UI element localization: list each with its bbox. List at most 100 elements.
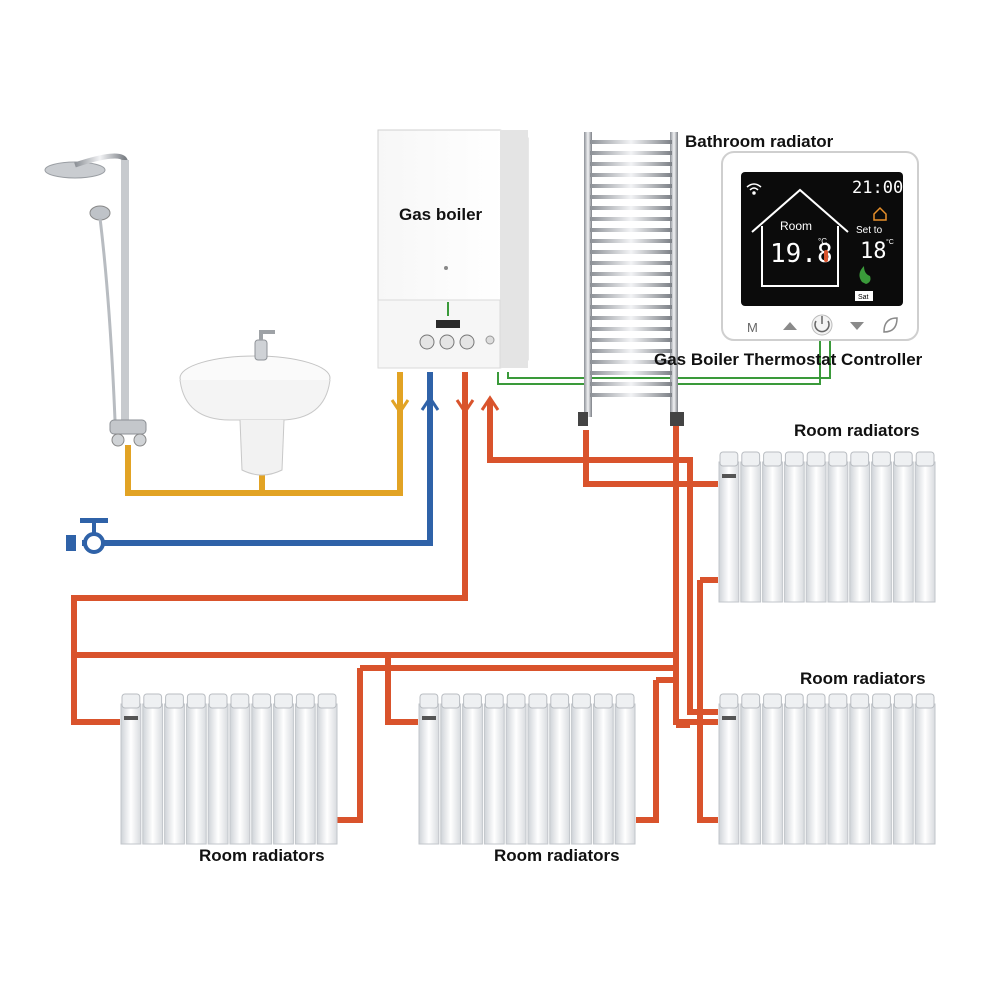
radiator-fin-cap (274, 693, 293, 709)
radiator-fin (762, 703, 783, 845)
house-outline-icon (751, 188, 849, 287)
leaf-icon[interactable] (883, 317, 898, 333)
radiator-fin (207, 703, 229, 845)
radiator-fin-cap (915, 451, 935, 467)
towel-rail-bar (590, 184, 672, 188)
radiator-fin-cap (252, 693, 272, 709)
flow-arrow-icon (390, 395, 500, 415)
radiator-fin (440, 703, 462, 845)
towel-rail-bar (590, 316, 672, 320)
radiator-fin-cap (763, 693, 782, 709)
radiator-fin (549, 703, 571, 845)
towel-rail-bar (590, 261, 672, 265)
radiator-fin (827, 703, 849, 845)
radiator-fin-cap (719, 451, 739, 467)
towel-rail-bar (590, 360, 672, 364)
radiator-fin (142, 703, 164, 845)
radiator-fin-cap (719, 693, 739, 709)
radiator-fin (914, 461, 936, 603)
radiator-fin (273, 703, 294, 845)
radiator-valve (722, 716, 736, 720)
room-temp: 19.8 (770, 239, 833, 269)
radiator-fin (805, 461, 827, 603)
radiator-fin-cap (572, 693, 591, 709)
up-arrow-icon[interactable] (783, 322, 797, 330)
radiator-fin-cap (806, 693, 826, 709)
thermostat-controller: Room 19.8 °C 21:00 Set to 18 °C Sat M (721, 151, 919, 341)
radiator-fin-cap (615, 693, 635, 709)
radiator-fin (483, 703, 505, 845)
radiator-fin-cap (484, 693, 504, 709)
radiator-fin-cap (828, 693, 848, 709)
gas-boiler (377, 129, 529, 369)
mode-button[interactable]: M (747, 320, 758, 335)
radiator-fin-cap (850, 693, 870, 709)
thermometer-icon (824, 250, 828, 262)
towel-rail-bar (590, 173, 672, 177)
shower-fixture (44, 153, 147, 447)
washbasin (179, 330, 331, 476)
hot-pipe-mid-d (636, 680, 659, 823)
radiator-fin-cap (295, 693, 315, 709)
towel-rail-bar (590, 338, 672, 342)
radiator-fin-cap (872, 451, 891, 467)
towel-rail-bar (590, 349, 672, 353)
radiator-fin (740, 461, 762, 603)
hot-pipe-mid-c (336, 668, 363, 823)
towel-rail-bar (590, 294, 672, 298)
radiator-fin (505, 703, 527, 845)
radiator-fin (892, 461, 914, 603)
home-mode-icon (873, 206, 887, 221)
radiator-fin-cap (165, 693, 184, 709)
room-label: Room (780, 219, 812, 233)
radiator-fin (120, 703, 142, 845)
flame-icon (859, 266, 871, 284)
towel-rail-bar (590, 272, 672, 276)
clock-readout: 21:00 (852, 178, 903, 198)
radiator-fin (892, 703, 914, 845)
radiator-fin (229, 703, 251, 845)
towel-rail-bar (590, 206, 672, 210)
set-temp: 18 (860, 239, 887, 264)
radiator-fin (740, 703, 762, 845)
towel-rail-bar (590, 239, 672, 243)
radiator-fin (914, 703, 936, 845)
bathroom-radiator-label: Bathroom radiator (685, 132, 834, 151)
radiator-fin-cap (593, 693, 613, 709)
radiator-fin (762, 461, 783, 603)
hot-water-pipes (71, 372, 718, 823)
radiator-fin (783, 703, 805, 845)
room-radiator-right-bottom (718, 693, 936, 845)
radiator-fin (418, 703, 440, 845)
radiator-fin (827, 461, 849, 603)
radiator-fin (871, 703, 892, 845)
thermostat-label: Gas Boiler Thermostat Controller (654, 350, 923, 369)
radiator-fin (718, 703, 740, 845)
radiator-fin-cap (550, 693, 570, 709)
down-arrow-icon[interactable] (850, 322, 864, 330)
radiator-fin (849, 461, 871, 603)
radiator-fin-cap (506, 693, 526, 709)
room-radiator-right-top (718, 451, 936, 603)
towel-rail-bar (590, 162, 672, 166)
towel-rail-bar (590, 228, 672, 232)
towel-rail-bar (590, 327, 672, 331)
towel-rail-bar (590, 151, 672, 155)
towel-rail-bar (590, 393, 672, 397)
radiator-fin-cap (806, 451, 826, 467)
room-unit: °C (818, 237, 827, 246)
cold-water-pipe (82, 372, 433, 546)
room-radiators-label-bottom-left: Room radiators (199, 846, 325, 865)
power-icon[interactable] (811, 314, 833, 336)
hot-pipe-riser-e (697, 580, 718, 823)
radiator-valve (722, 474, 736, 478)
radiator-fin (871, 461, 892, 603)
hot-pipe-main-flow (71, 372, 468, 725)
set-unit: °C (886, 238, 894, 246)
radiator-fin (783, 461, 805, 603)
room-radiator-bottom-left (120, 693, 338, 845)
radiator-fin (251, 703, 273, 845)
radiator-fin-cap (784, 451, 804, 467)
radiator-fin-cap (230, 693, 250, 709)
